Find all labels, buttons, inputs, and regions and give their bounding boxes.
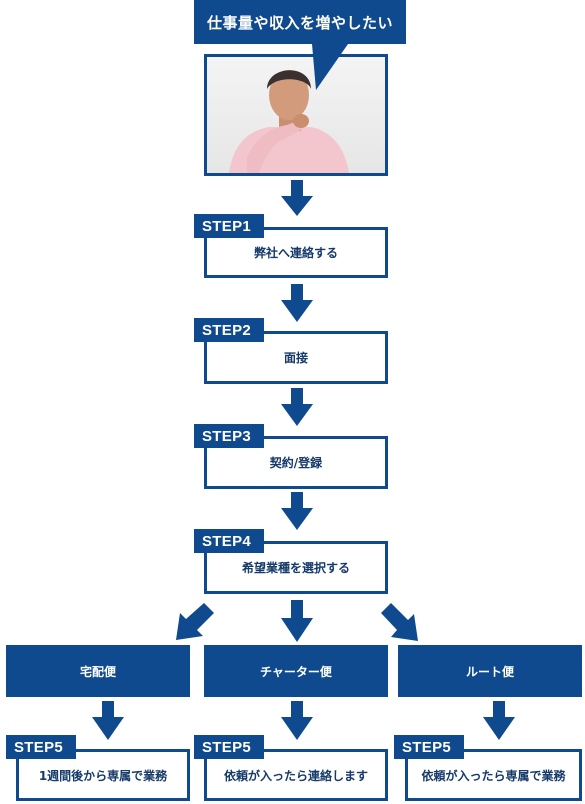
- branch-charter: チャーター便: [204, 645, 388, 697]
- step5-charter-tag: STEP5: [194, 735, 264, 759]
- step5-route-label: 依頼が入ったら専属で業務: [421, 768, 566, 783]
- branch-route: ルート便: [398, 645, 582, 697]
- step5-route-tag: STEP5: [394, 735, 464, 759]
- step5-charter-label: 依頼が入ったら連絡します: [223, 768, 368, 783]
- step5-takuhaibin-tag: STEP5: [6, 735, 76, 759]
- step2-label: 面接: [283, 351, 308, 365]
- step4-tag: STEP4: [194, 529, 264, 553]
- bubble-tail: [312, 44, 348, 90]
- step5-takuhaibin-label: 1週間後から専属で業務: [38, 768, 168, 783]
- step1-label: 弊社へ連絡する: [253, 246, 338, 260]
- branch-takuhaibin: 宅配便: [6, 645, 190, 697]
- step1-tag: STEP1: [194, 214, 264, 238]
- step3-tag: STEP3: [194, 424, 264, 448]
- step1-box: 弊社へ連絡する: [204, 227, 388, 278]
- step5-takuhaibin-box: 1週間後から専属で業務: [16, 749, 190, 801]
- step4-label: 希望業種を選択する: [241, 561, 350, 575]
- title-bubble: 仕事量や収入を増やしたい: [194, 0, 406, 44]
- person-photo: [204, 54, 388, 176]
- step3-label: 契約/登録: [269, 456, 323, 470]
- step2-tag: STEP2: [194, 318, 264, 342]
